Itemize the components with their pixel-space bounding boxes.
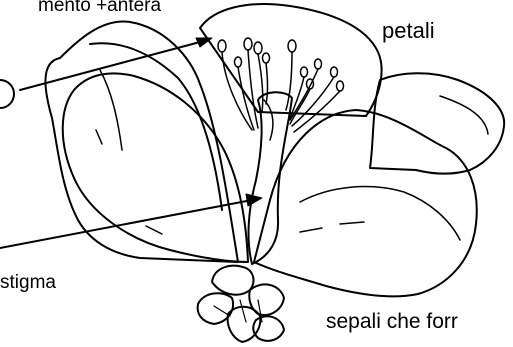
- pistil-style: [249, 92, 292, 264]
- back-left-petal-inner: [90, 43, 222, 210]
- petals-label: petali: [382, 20, 435, 42]
- right-back-petal-vein: [440, 96, 488, 134]
- filament-leader-circle: [0, 80, 14, 108]
- back-left-petal-vein: [100, 70, 122, 150]
- stigma-leader-line: [0, 200, 252, 248]
- sepals: [198, 266, 284, 342]
- left-front-petal-dash-2: [146, 226, 162, 234]
- stamens: [218, 38, 344, 132]
- left-front-petal-dash-1: [96, 130, 102, 144]
- right-front-petal-vein: [300, 187, 460, 240]
- filament-leader-line: [20, 42, 200, 90]
- right-front-petal: [254, 110, 477, 296]
- top-petal: [200, 4, 382, 116]
- filament-anther-label: mento +antera: [38, 0, 161, 15]
- stigma-arrowhead: [246, 194, 262, 206]
- right-front-petal-dash: [300, 222, 364, 232]
- sepals-label: sepali che forr: [326, 311, 458, 332]
- left-front-petal: [63, 73, 248, 262]
- stigma-label: stigma: [0, 273, 56, 292]
- stigma-curve: [264, 100, 273, 140]
